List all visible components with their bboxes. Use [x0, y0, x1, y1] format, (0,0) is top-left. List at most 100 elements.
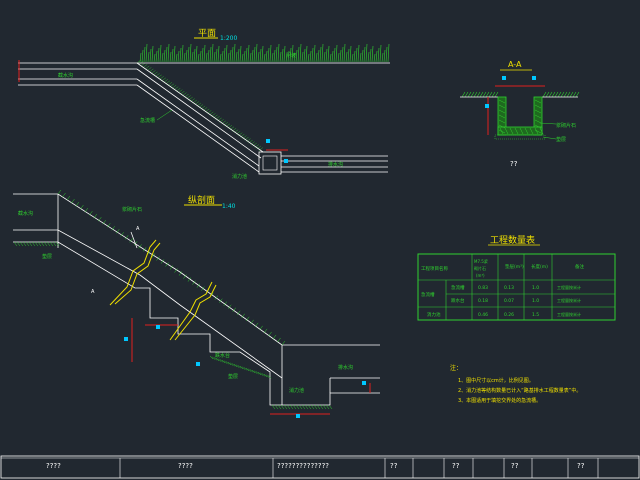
slope-hatch-stroke [192, 280, 196, 285]
table-cell: 0.26 [504, 312, 514, 318]
grass-stroke [327, 45, 330, 63]
grass-stroke [363, 46, 366, 63]
grass-stroke [281, 48, 284, 63]
bedding-hatch-stroke [325, 404, 330, 410]
grass-stroke [311, 47, 314, 63]
bedding-hatch-stroke [316, 404, 321, 410]
profile-marker [196, 362, 200, 366]
break-line [114, 242, 161, 305]
plan-basin [258, 151, 282, 175]
slope-hatch-stroke [89, 210, 93, 216]
bedding-hatch-stroke [221, 359, 226, 364]
section-stone-pattern [498, 99, 544, 135]
section-mark-a: A [91, 289, 95, 295]
section-ground-hatch [461, 91, 580, 98]
table-header: 长度(m) [531, 263, 548, 270]
ground-hatch-stroke [479, 91, 484, 98]
bedding-hatch-stroke [231, 363, 236, 367]
notes: 注： 1、图中尺寸以cm计，比例见图。 2、消力池等结构数量已计入“路基排水工程… [450, 364, 581, 404]
stone-stroke [534, 109, 542, 114]
bedding-hatch-stroke [43, 241, 48, 247]
grass-stroke [387, 43, 390, 63]
bedding-hatch-stroke [31, 241, 36, 247]
slope-hatch-stroke [80, 204, 84, 210]
grass-stroke [151, 45, 154, 63]
grass-stroke [143, 46, 146, 63]
bedding-hatch-stroke [243, 367, 248, 371]
bedding-hatch-stroke [215, 357, 220, 362]
grass-stroke [183, 52, 186, 63]
slope-hatch-stroke [151, 253, 156, 258]
stone-stroke [509, 127, 514, 135]
stone-stroke [519, 127, 524, 135]
note-item: 2、消力池等结构数量已计入“路基排水工程数量表”中。 [458, 387, 581, 394]
grass-stroke [169, 83, 175, 87]
slope-hatch-stroke [169, 265, 174, 270]
grass-stroke [359, 52, 362, 63]
bedding-hatch-stroke [251, 369, 256, 374]
grass-stroke [149, 68, 154, 73]
profile-scale: 1:40 [222, 203, 236, 210]
profile-view: 纵剖面 1:40 A A 截水沟 垫层 浆砌片石 跌 [13, 189, 380, 418]
bedding-hatch-stroke [295, 404, 300, 410]
bedding-hatch-stroke [40, 241, 45, 247]
grass-stroke [273, 49, 276, 63]
stone-stroke [524, 127, 529, 135]
grass-stroke [153, 71, 158, 76]
grass-stroke [203, 44, 206, 63]
table-cell: 0.13 [504, 285, 514, 291]
profile-label-outlet: 排水沟 [338, 364, 353, 371]
grass-stroke [197, 53, 200, 63]
bedding-hatch-stroke [211, 356, 216, 360]
bedding-hatch-stroke [265, 374, 270, 378]
grass-stroke [211, 43, 214, 63]
grass-stroke [163, 49, 166, 63]
grass-stroke [309, 50, 312, 63]
grass-stroke [355, 47, 358, 63]
grass-stroke [323, 51, 326, 63]
grass-stroke [205, 52, 208, 63]
stone-stroke [504, 127, 509, 135]
slope-hatch-stroke [223, 301, 227, 306]
section-marker [502, 76, 506, 80]
plan-label-outlet: 排水沟 [328, 161, 343, 168]
grass-stroke [155, 50, 158, 63]
bedding-hatch-stroke [25, 241, 30, 247]
bedding-hatch-stroke [247, 368, 252, 372]
break-line [109, 239, 157, 306]
title-block-cell: ?? [452, 462, 460, 470]
bedding-hatch-stroke [307, 404, 312, 410]
slope-hatch-stroke [129, 238, 133, 243]
grass-stroke [385, 46, 388, 63]
grass-stroke [217, 45, 220, 63]
grass-stroke [225, 44, 228, 63]
bedding-hatch-stroke [277, 404, 282, 410]
ground-hatch-stroke [551, 91, 556, 98]
slope-hatch-stroke [93, 214, 98, 219]
grass-stroke [173, 45, 176, 63]
table-cell: 1.0 [532, 285, 539, 291]
grass-stroke [145, 43, 148, 63]
slope-hatch-stroke [201, 286, 205, 291]
grass-stroke [319, 46, 322, 63]
section-label-wall: 浆砌片石 [556, 122, 576, 129]
slope-hatch-stroke [98, 217, 102, 222]
slope-hatch-stroke [263, 328, 268, 334]
profile-chute-bed [13, 229, 283, 379]
grass-stroke [195, 45, 198, 63]
grass-stroke [379, 44, 382, 63]
stone-stroke [498, 114, 506, 119]
ground-hatch-stroke [563, 91, 568, 98]
grass-stroke [367, 51, 370, 63]
bedding-hatch-stroke [229, 362, 234, 366]
grass-stroke [189, 43, 192, 63]
grass-stroke [377, 47, 380, 63]
profile-marker [296, 414, 300, 418]
bedding-hatch-stroke [237, 365, 242, 369]
stone-stroke [534, 124, 542, 129]
grass-stroke [147, 51, 150, 63]
grass-stroke [375, 50, 378, 63]
slope-hatch-stroke [160, 259, 165, 264]
stone-stroke [498, 104, 506, 109]
